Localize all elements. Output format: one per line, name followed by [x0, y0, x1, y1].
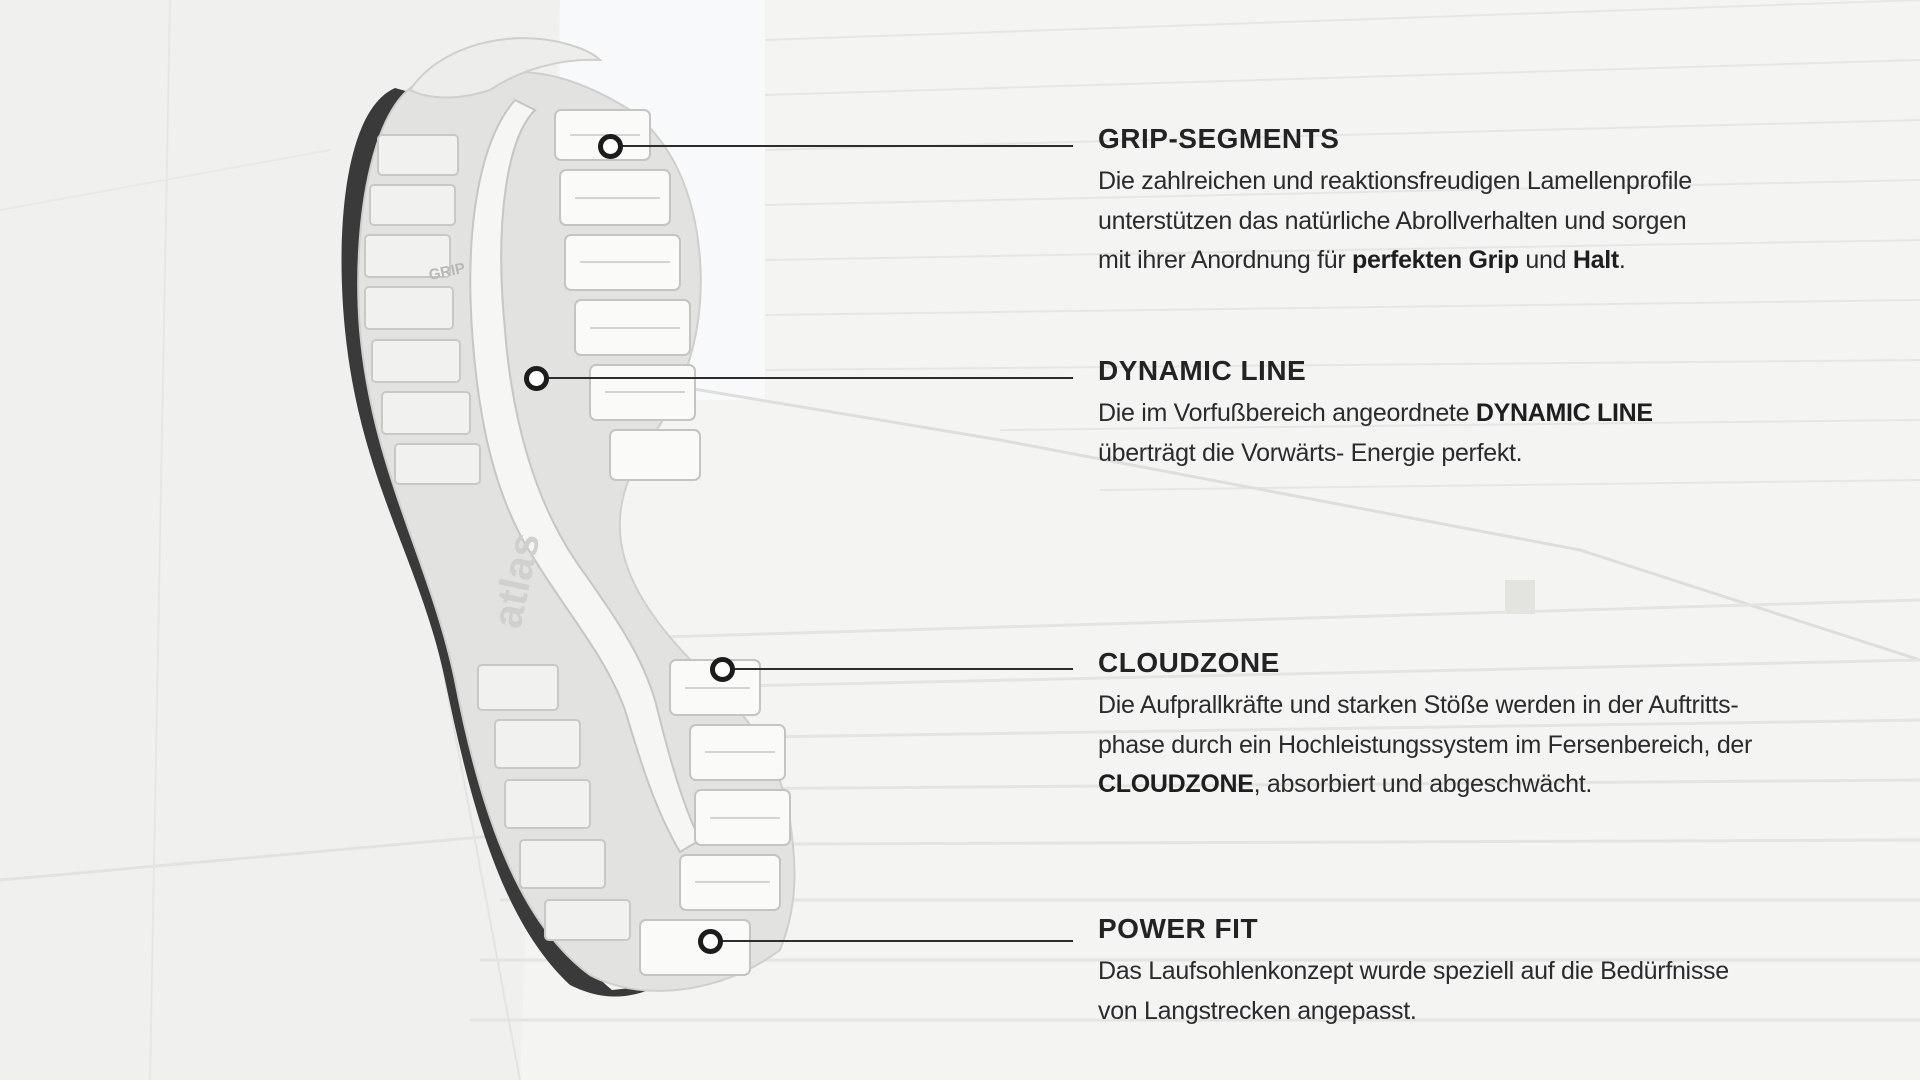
dynamic-line-leader-line: [536, 377, 1073, 379]
emphasis-text: Halt: [1572, 246, 1619, 274]
emphasis-text: perfekten Grip: [1352, 246, 1519, 274]
description-line: Die im Vorfußbereich angeordnete DYNAMIC…: [1098, 394, 1818, 434]
grip-segments-leader-line: [610, 145, 1073, 147]
power-fit-leader-line: [710, 940, 1073, 942]
feature-dynamic-line: DYNAMIC LINE Die im Vorfußbereich angeor…: [1098, 354, 1818, 473]
text-run: .: [1618, 246, 1626, 274]
feature-power-fit: POWER FIT Das Laufsohlenkonzept wurde sp…: [1098, 912, 1818, 1031]
description-line: von Langstrecken angepasst.: [1098, 992, 1818, 1032]
description-line: CLOUDZONE, absorbiert und abgeschwächt.: [1098, 765, 1818, 805]
text-run: und: [1518, 246, 1573, 274]
emphasis-text: CLOUDZONE: [1098, 770, 1254, 798]
description-line: Die zahlreichen und reaktionsfreudigen L…: [1098, 162, 1818, 202]
power-fit-marker[interactable]: [698, 929, 723, 954]
feature-description: Die Aufprallkräfte und starken Stöße wer…: [1098, 686, 1818, 805]
text-run: überträgt die Vorwärts- Energie perfekt.: [1098, 438, 1523, 467]
grip-segments-marker[interactable]: [598, 134, 623, 159]
description-line: mit ihrer Anordnung für perfekten Grip u…: [1098, 241, 1818, 281]
feature-title: CLOUDZONE: [1098, 647, 1280, 678]
feature-cloudzone: CLOUDZONE Die Aufprallkräfte und starken…: [1098, 646, 1818, 805]
emphasis-text: DYNAMIC LINE: [1475, 399, 1653, 427]
description-line: unterstützen das natürliche Abrollverhal…: [1098, 202, 1818, 242]
text-run: , absorbiert und abgeschwächt.: [1253, 770, 1593, 798]
text-run: Die Aufprallkräfte und starken Stöße wer…: [1098, 691, 1739, 719]
feature-title: DYNAMIC LINE: [1098, 355, 1307, 386]
cloudzone-leader-line: [722, 668, 1073, 670]
text-run: Das Laufsohlenkonzept wurde speziell auf…: [1098, 957, 1729, 985]
feature-description: Die zahlreichen und reaktionsfreudigen L…: [1098, 162, 1818, 281]
feature-description: Die im Vorfußbereich angeordnete DYNAMIC…: [1098, 394, 1818, 473]
text-run: von Langstrecken angepasst.: [1098, 996, 1417, 1025]
cloudzone-marker[interactable]: [710, 657, 735, 682]
feature-title: GRIP-SEGMENTS: [1098, 123, 1340, 154]
text-run: Die zahlreichen und reaktionsfreudigen L…: [1098, 167, 1692, 195]
feature-title: POWER FIT: [1098, 913, 1259, 944]
description-line: überträgt die Vorwärts- Energie perfekt.: [1098, 434, 1818, 474]
description-line: Die Aufprallkräfte und starken Stöße wer…: [1098, 686, 1818, 726]
feature-description: Das Laufsohlenkonzept wurde speziell auf…: [1098, 952, 1818, 1031]
text-run: phase durch ein Hochleistungssystem im F…: [1098, 730, 1753, 759]
feature-grip-segments: GRIP-SEGMENTS Die zahlreichen und reakti…: [1098, 122, 1818, 281]
description-line: phase durch ein Hochleistungssystem im F…: [1098, 726, 1818, 766]
description-line: Das Laufsohlenkonzept wurde speziell auf…: [1098, 952, 1818, 992]
text-run: Die im Vorfußbereich angeordnete: [1098, 399, 1476, 427]
dynamic-line-marker[interactable]: [524, 366, 549, 391]
text-run: mit ihrer Anordnung für: [1098, 246, 1353, 274]
text-run: unterstützen das natürliche Abrollverhal…: [1098, 206, 1687, 235]
